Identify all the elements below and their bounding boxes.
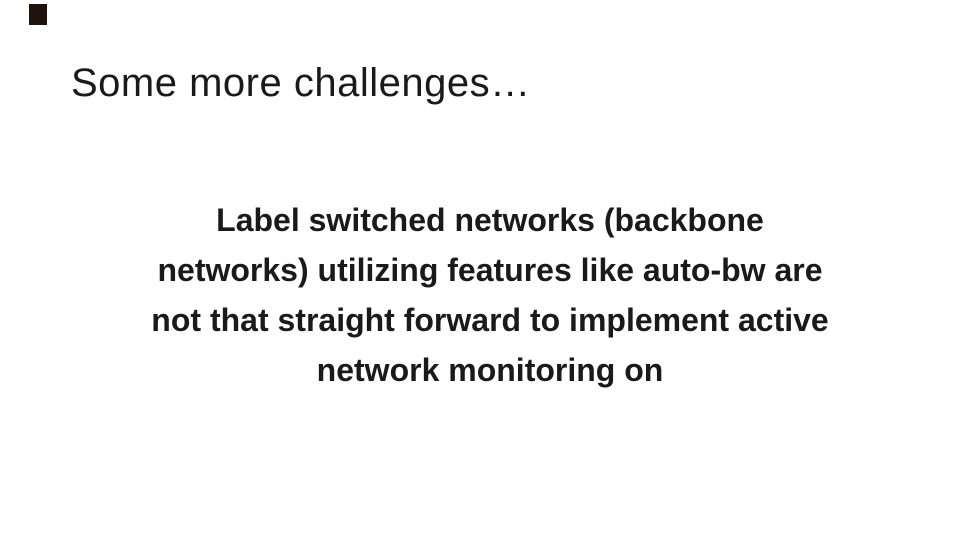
slide-title: Some more challenges… [71,61,531,105]
body-line-2: networks) utilizing features like auto-b… [157,252,823,288]
corner-mark [29,4,47,25]
body-line-1: Label switched networks (backbone [216,202,764,238]
slide-body-text: Label switched networks (backbone networ… [60,195,920,395]
body-line-3: not that straight forward to implement a… [151,302,829,338]
body-line-4: network monitoring on [316,352,664,388]
